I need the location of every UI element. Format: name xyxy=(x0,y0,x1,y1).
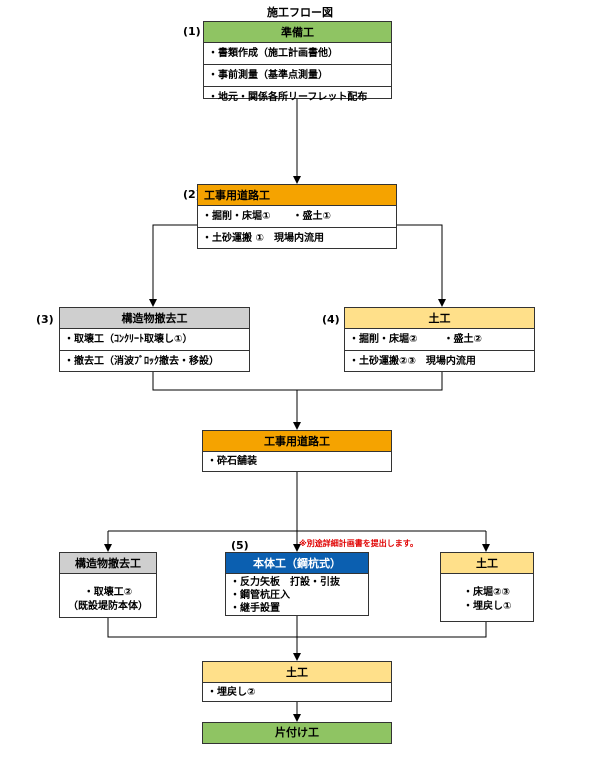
road1-item: ・掘削・床堀① xyxy=(202,211,271,222)
prep-item: ・地元・関係各所リーフレット配布 xyxy=(208,92,368,103)
earth1-item: ・盛土② xyxy=(443,334,482,345)
page-title: 施工フロー図 xyxy=(267,6,333,19)
demo1-box: 構造物撤去工 ・取壊工（ｺﾝｸﾘｰﾄ取壊し①） ・撤去工（消波ﾌﾞﾛｯｸ撤去・移… xyxy=(59,307,250,372)
demo1-title: 構造物撤去工 xyxy=(60,308,249,329)
earth1-item: ・土砂運搬②③ 現場内流用 xyxy=(349,356,476,367)
road2-title: 工事用道路工 xyxy=(203,431,391,452)
main-title: 本体工（鋼杭式） xyxy=(226,553,368,574)
earth3-item: ・埋戻し② xyxy=(207,687,256,698)
earth2-item: ・床堀②③ xyxy=(463,587,510,598)
earth1-title: 土工 xyxy=(345,308,534,329)
main-item: ・継手設置 xyxy=(230,603,280,614)
demo2-item: ・取壊工② xyxy=(83,587,133,598)
earth3-title: 土工 xyxy=(203,662,391,683)
road2-box: 工事用道路工 ・砕石舗装 xyxy=(202,430,392,472)
main-body: ・反力矢板 打設・引抜 ・鋼管杭圧入 ・継手設置 xyxy=(226,574,368,619)
step-5-label: (5) xyxy=(231,539,249,552)
road2-item: ・砕石舗装 xyxy=(207,456,257,467)
earth2-title: 土工 xyxy=(441,553,533,574)
step-1-label: (1) xyxy=(183,25,201,38)
road1-item: ・土砂運搬 ① 現場内流用 xyxy=(202,233,324,244)
demo2-item: （既設堤防本体） xyxy=(68,601,148,612)
road1-title: 工事用道路工 xyxy=(198,185,396,206)
earth1-box: 土工 ・掘削・床堀② ・盛土② ・土砂運搬②③ 現場内流用 xyxy=(344,307,535,372)
earth2-body: ・床堀②③ ・埋戻し① xyxy=(441,574,533,618)
demo2-title: 構造物撤去工 xyxy=(60,553,156,574)
note-text: ※別途詳細計画書を提出します。 xyxy=(299,539,418,548)
prep-title: 準備工 xyxy=(204,22,391,43)
step-2-label: (2) xyxy=(183,188,201,201)
demo2-body: ・取壊工② （既設堤防本体） xyxy=(60,574,156,618)
cleanup-title: 片付け工 xyxy=(203,723,391,743)
earth2-item: ・埋戻し① xyxy=(463,601,512,612)
earth1-item: ・掘削・床堀② xyxy=(349,334,418,345)
road1-row1: ・掘削・床堀① ・盛土① xyxy=(198,206,396,228)
step-3-label: (3) xyxy=(36,313,54,326)
earth3-box: 土工 ・埋戻し② xyxy=(202,661,392,702)
earth2-box: 土工 ・床堀②③ ・埋戻し① xyxy=(440,552,534,622)
road1-item: ・盛土① xyxy=(292,211,331,222)
road1-box: 工事用道路工 ・掘削・床堀① ・盛土① ・土砂運搬 ① 現場内流用 xyxy=(197,184,397,249)
main-item: ・鋼管杭圧入 xyxy=(230,590,290,601)
earth1-row1: ・掘削・床堀② ・盛土② xyxy=(345,329,534,351)
prep-item: ・事前測量（基準点測量） xyxy=(204,65,391,87)
demo1-item: ・取壊工（ｺﾝｸﾘｰﾄ取壊し①） xyxy=(60,329,249,351)
step-4-label: (4) xyxy=(322,313,340,326)
main-item: ・反力矢板 打設・引抜 xyxy=(230,577,340,588)
main-box: 本体工（鋼杭式） ・反力矢板 打設・引抜 ・鋼管杭圧入 ・継手設置 xyxy=(225,552,369,616)
demo2-box: 構造物撤去工 ・取壊工② （既設堤防本体） xyxy=(59,552,157,618)
demo1-item: ・撤去工（消波ﾌﾞﾛｯｸ撤去・移設） xyxy=(64,356,219,367)
prep-box: 準備工 ・書類作成（施工計画書他） ・事前測量（基準点測量） ・地元・関係各所リ… xyxy=(203,21,392,103)
prep-item: ・書類作成（施工計画書他） xyxy=(204,43,391,65)
cleanup-box: 片付け工 xyxy=(202,722,392,744)
